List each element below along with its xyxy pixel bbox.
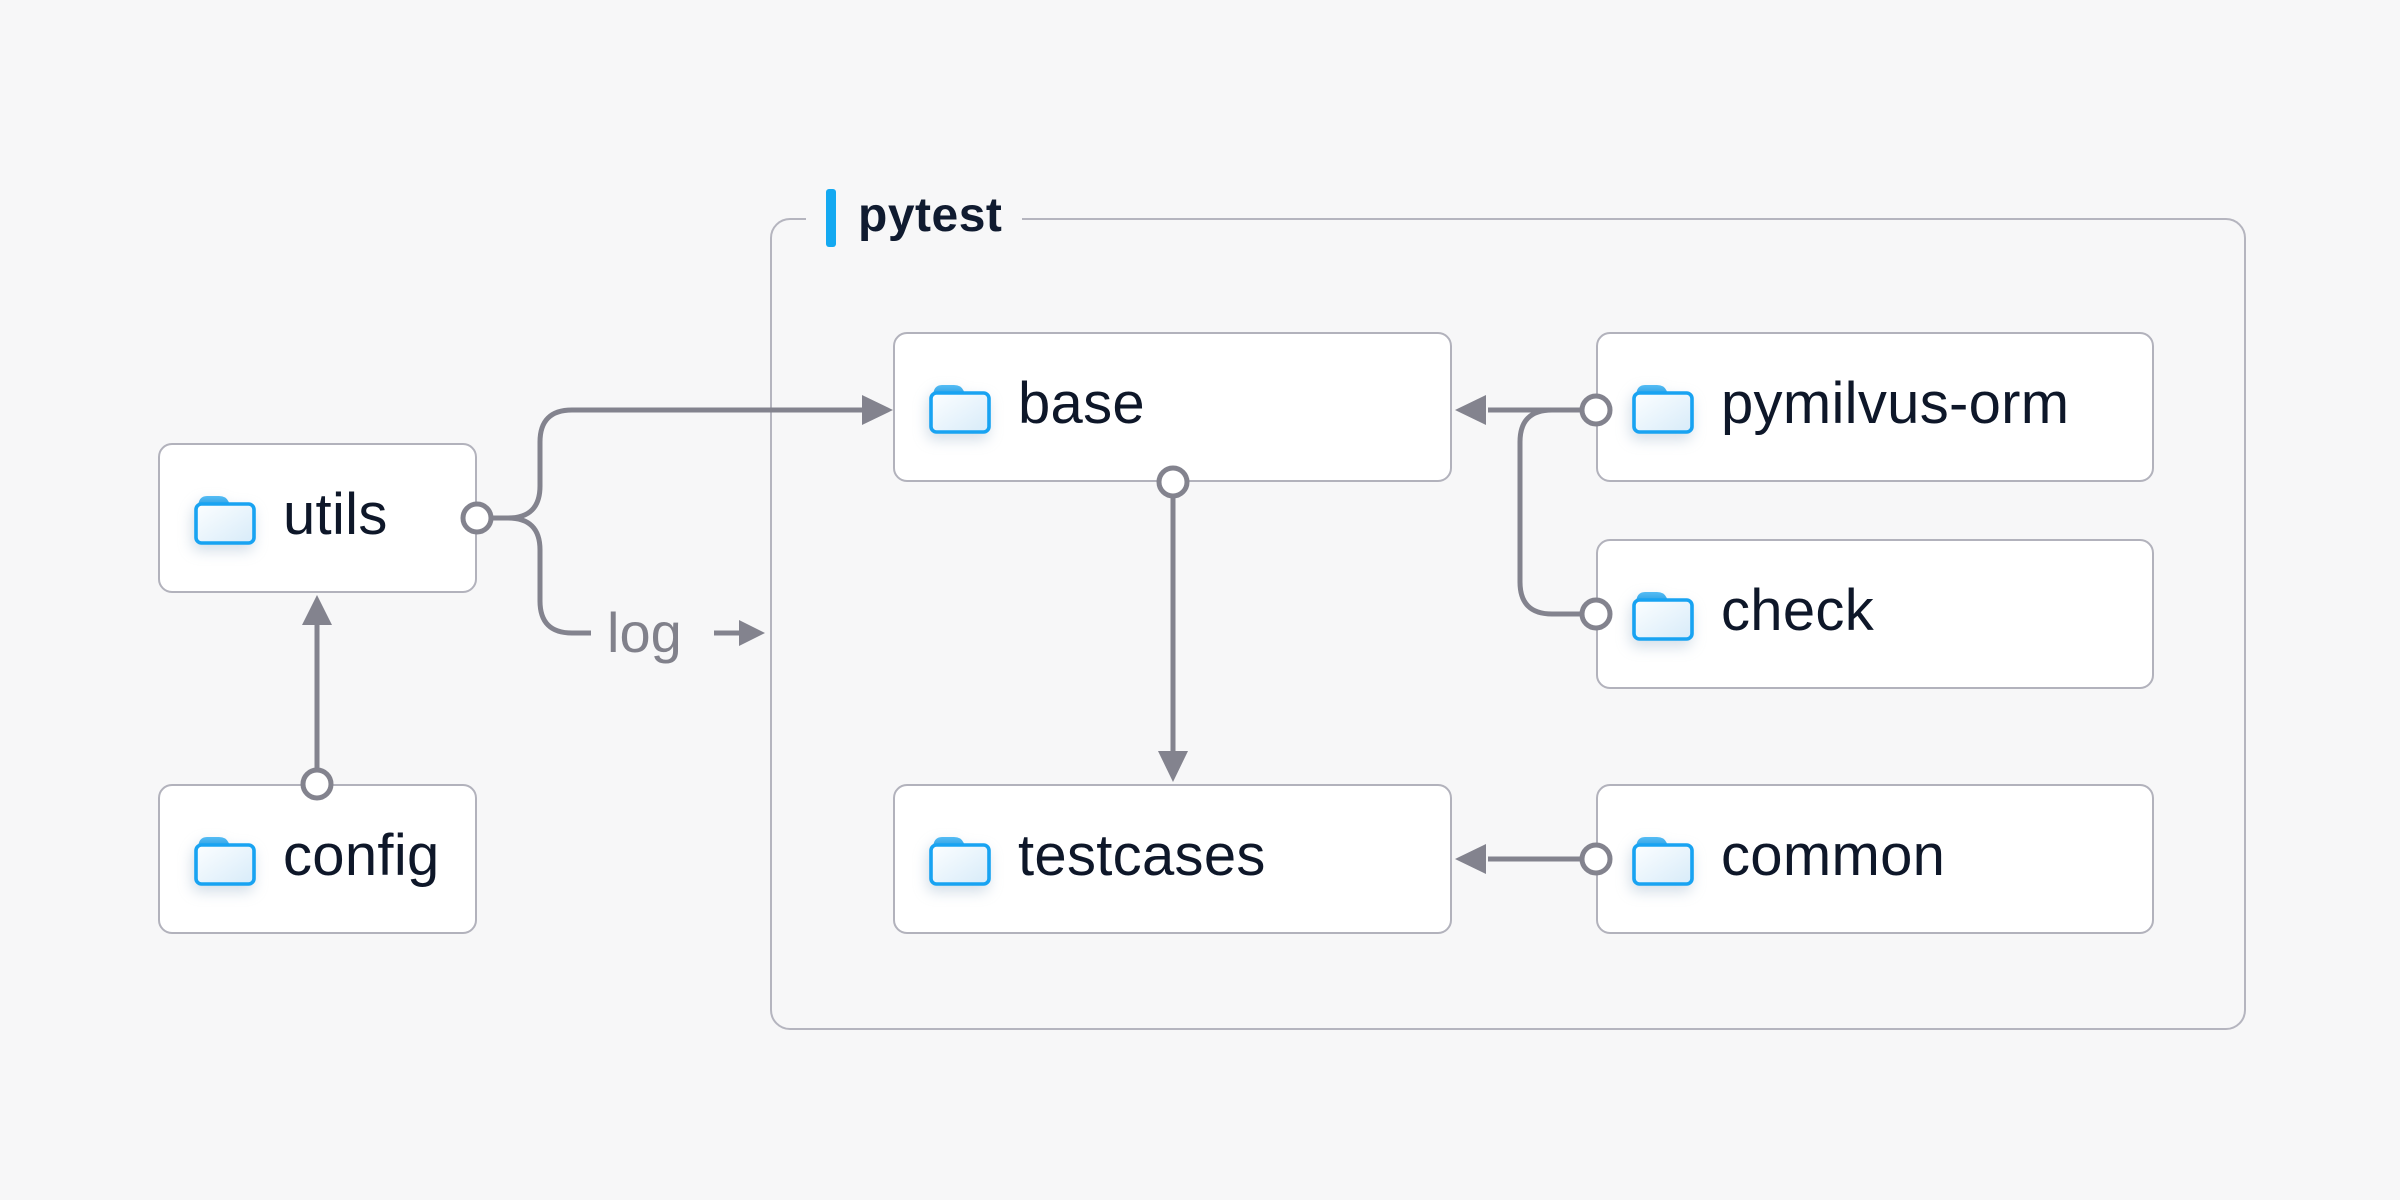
- pytest-group-label: pytest: [806, 186, 1023, 250]
- node-common: common: [1596, 784, 2154, 934]
- node-testcases: testcases: [893, 784, 1452, 934]
- node-label: base: [1018, 371, 1145, 436]
- folder-icon: [194, 837, 256, 886]
- folder-icon: [929, 837, 991, 886]
- folder-icon: [194, 496, 256, 545]
- arrowhead-up: [302, 595, 332, 625]
- pytest-group-container: [770, 218, 2246, 1030]
- node-base: base: [893, 332, 1452, 482]
- folder-icon: [1632, 385, 1694, 434]
- folder-icon: [1632, 592, 1694, 641]
- node-label: testcases: [1018, 823, 1266, 888]
- node-label: common: [1721, 823, 1946, 888]
- node-label: check: [1721, 578, 1875, 643]
- node-check: check: [1596, 539, 2154, 689]
- edge-config-utils: [302, 595, 332, 768]
- folder-icon: [929, 385, 991, 434]
- node-label: utils: [283, 482, 388, 547]
- node-pymilvus-orm: pymilvus-orm: [1596, 332, 2154, 482]
- folder-icon: [1632, 837, 1694, 886]
- pytest-group-label-text: pytest: [858, 189, 1003, 242]
- node-label: config: [283, 823, 440, 888]
- arrowhead-right: [739, 620, 765, 646]
- node-label: pymilvus-orm: [1721, 371, 2070, 436]
- edge-label-log: log: [607, 601, 682, 664]
- node-utils: utils: [158, 443, 477, 593]
- node-config: config: [158, 784, 477, 934]
- accent-bar: [826, 189, 836, 247]
